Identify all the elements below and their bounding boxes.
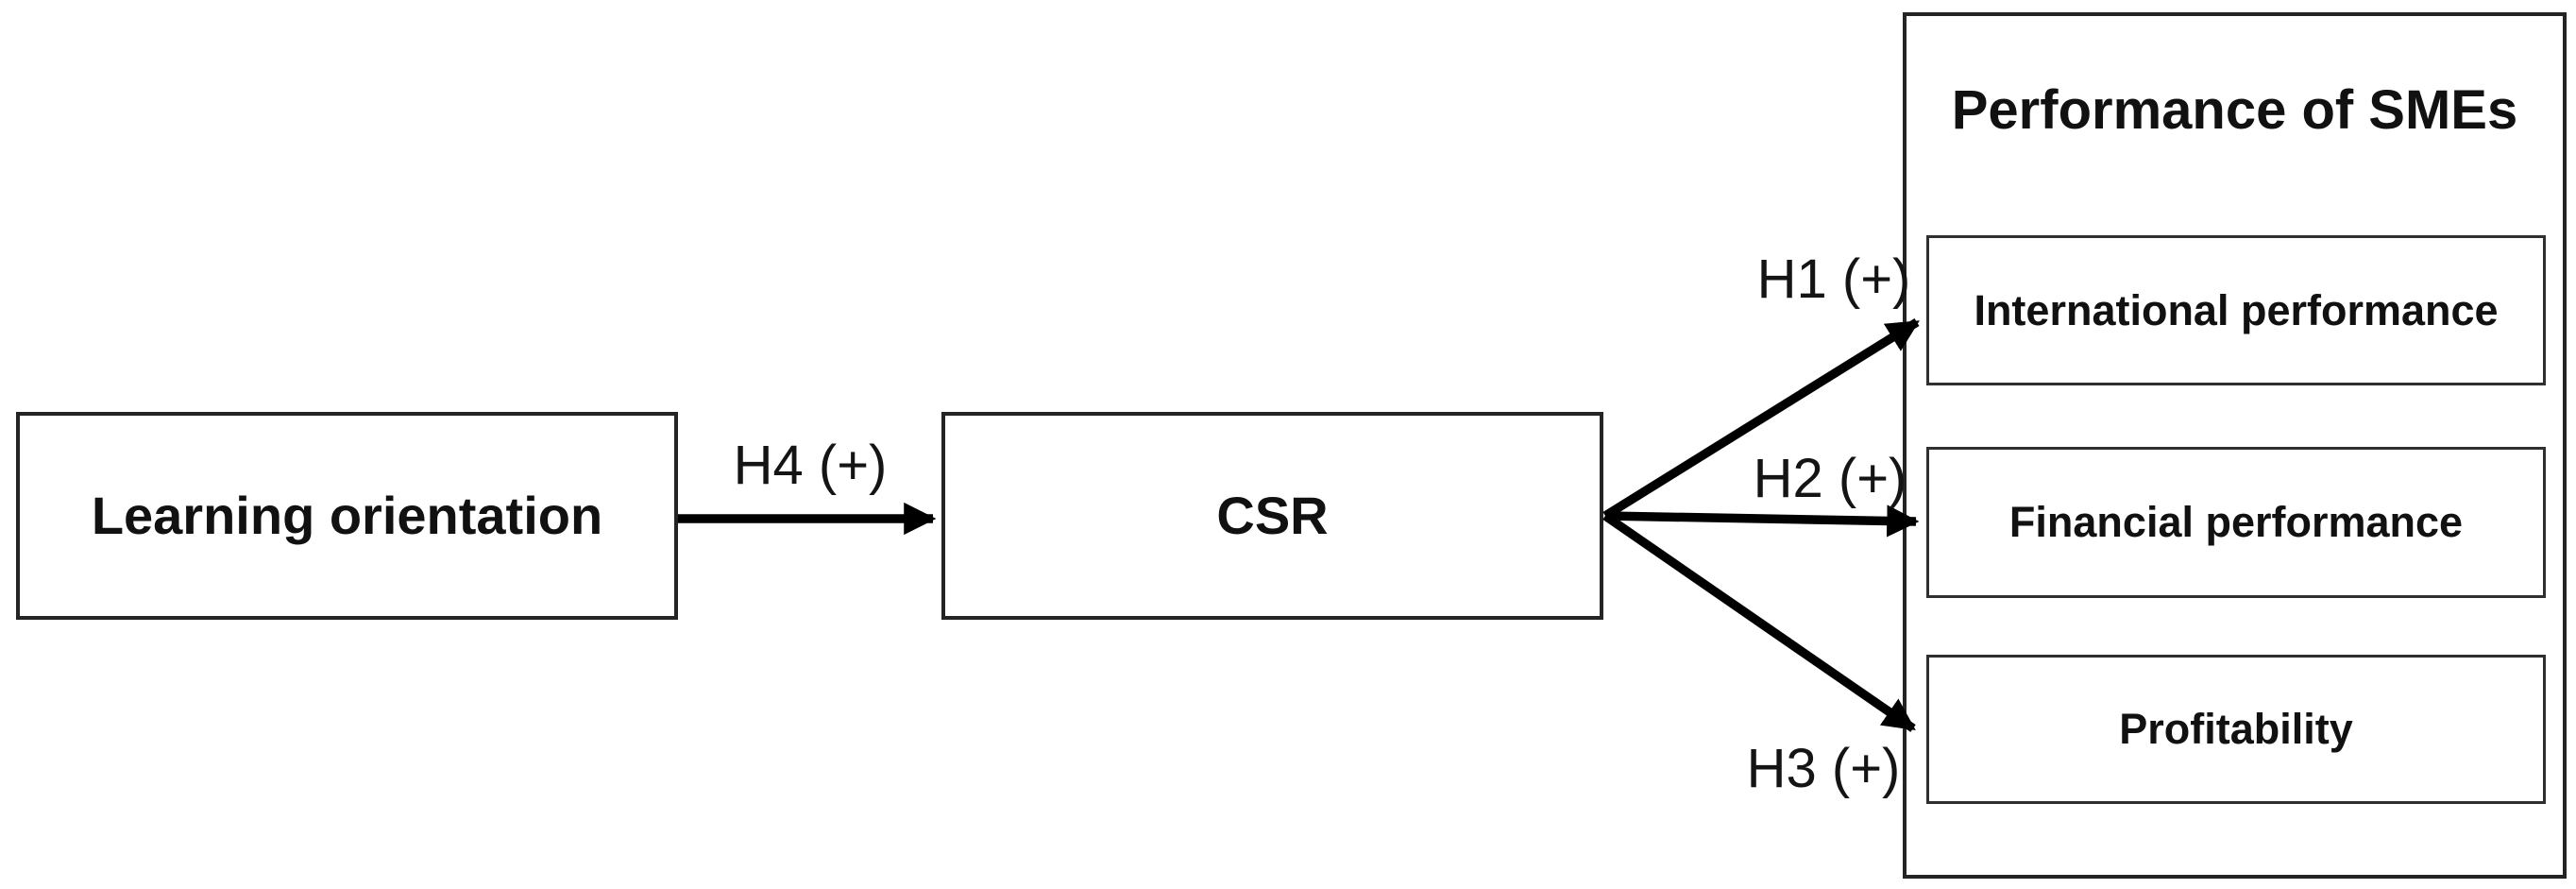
arrow-h3: [1602, 512, 1916, 732]
group-performance-of-smes-title: Performance of SMEs: [1951, 79, 2518, 141]
edge-label-h3: H3 (+): [1746, 738, 1901, 799]
arrow-h2: [1604, 504, 1920, 538]
node-profitability-label: Profitability: [2119, 705, 2353, 754]
edge-label-h1: H1 (+): [1756, 248, 1911, 310]
node-csr: CSR: [941, 412, 1603, 620]
edge-label-h4: H4 (+): [733, 435, 888, 496]
node-profitability: Profitability: [1926, 655, 2546, 804]
node-financial-performance-label: Financial performance: [2008, 498, 2464, 547]
node-international-performance: International performance: [1926, 235, 2546, 385]
node-learning-orientation-label: Learning orientation: [91, 486, 603, 546]
edge-label-h2: H2 (+): [1753, 448, 1907, 509]
node-learning-orientation: Learning orientation: [16, 412, 678, 620]
node-financial-performance: Financial performance: [1926, 447, 2546, 598]
node-csr-label: CSR: [1216, 486, 1329, 546]
node-international-performance-label: International performance: [1974, 285, 2499, 334]
